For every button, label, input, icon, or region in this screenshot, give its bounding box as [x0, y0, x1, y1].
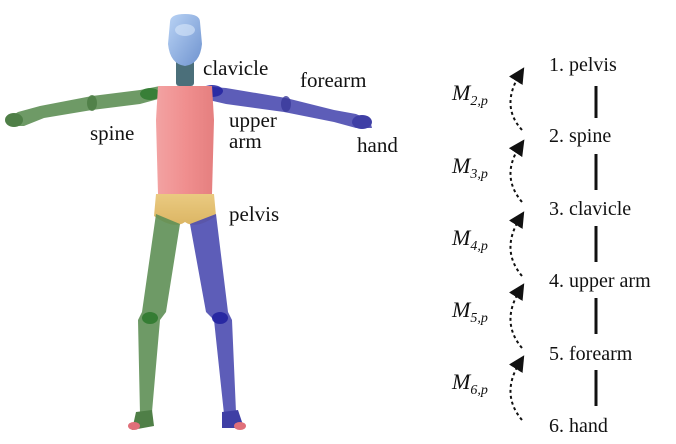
- head: [168, 14, 202, 66]
- left-elbow-joint: [87, 95, 97, 111]
- chain-node-6: 6. hand: [549, 415, 608, 437]
- right-knee-joint: [212, 312, 228, 324]
- neck: [176, 60, 194, 86]
- torso: [156, 86, 214, 194]
- label-arm: arm: [229, 129, 262, 153]
- right-arm: [200, 85, 372, 129]
- chain-node-2: 2. spine: [549, 125, 612, 147]
- chain-node-1: 1. pelvis: [549, 54, 617, 76]
- transform-label-6: M6,p: [452, 369, 488, 398]
- right-elbow-joint: [281, 96, 291, 112]
- left-hand: [5, 113, 23, 127]
- transform-label-5: M5,p: [452, 297, 488, 326]
- transform-label-3: M3,p: [452, 153, 488, 182]
- left-foot-tip: [128, 422, 140, 430]
- label-hand: hand: [357, 133, 398, 157]
- chain-node-5: 5. forearm: [549, 343, 633, 365]
- right-foot-tip: [234, 422, 246, 430]
- chain-node-4: 4. upper arm: [549, 270, 651, 292]
- label-clavicle: clavicle: [203, 56, 269, 80]
- label-pelvis: pelvis: [229, 202, 280, 226]
- transform-label-2: M2,p: [452, 80, 488, 109]
- left-arm: [5, 86, 162, 127]
- label-spine: spine: [90, 121, 135, 145]
- left-leg: [128, 214, 180, 430]
- label-forearm: forearm: [300, 68, 367, 92]
- right-hand: [352, 115, 372, 129]
- transform-arrows: [508, 67, 525, 421]
- transform-label-4: M4,p: [452, 225, 488, 254]
- left-knee-joint: [142, 312, 158, 324]
- label-upper: upper: [229, 108, 277, 132]
- right-leg: [190, 214, 246, 430]
- left-shoulder-joint: [140, 88, 160, 100]
- pelvis-segment: [154, 194, 216, 225]
- chain-node-3: 3. clavicle: [549, 198, 632, 220]
